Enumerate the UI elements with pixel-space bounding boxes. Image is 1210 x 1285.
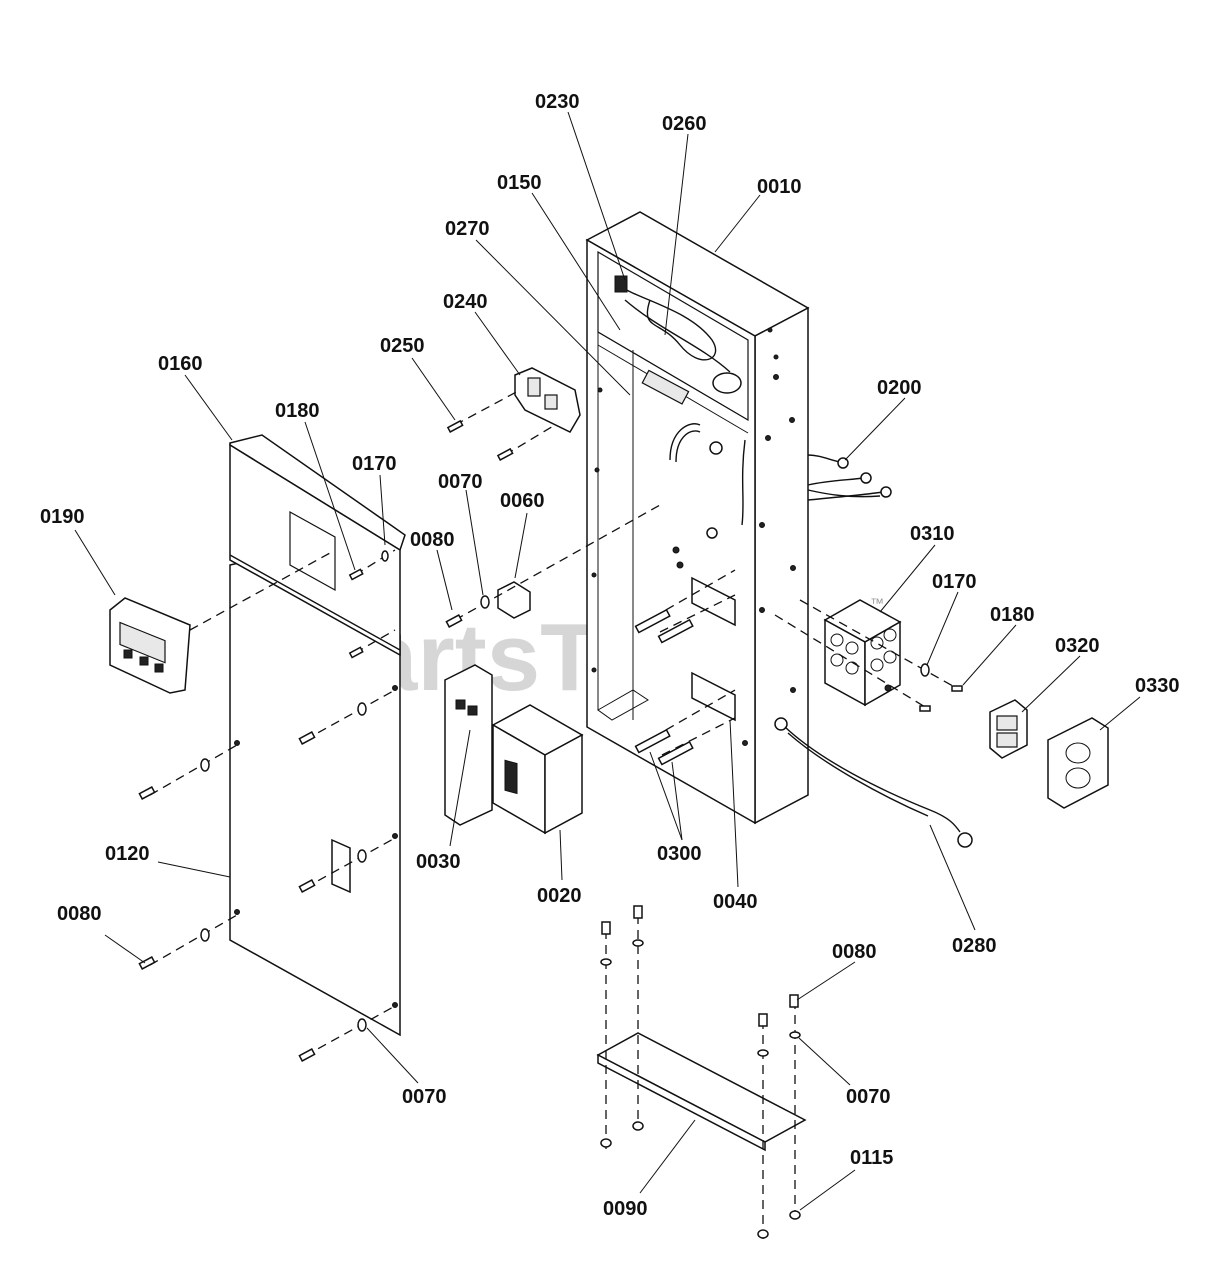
callout-0240: 0240: [443, 291, 488, 313]
callout-0020: 0020: [537, 885, 582, 907]
ground-cable-0280: [784, 726, 973, 848]
relay-0240: [514, 367, 581, 433]
callout-0080-right: 0080: [832, 941, 877, 963]
wire-leads-0200: [807, 454, 892, 501]
callout-0115: 0115: [850, 1147, 893, 1169]
callout-0090: 0090: [603, 1198, 648, 1220]
display-module-0190: [109, 597, 191, 694]
lug-block-0030: [444, 664, 493, 826]
callout-0120: 0120: [105, 843, 150, 865]
callout-0150: 0150: [497, 172, 542, 194]
callout-0270: 0270: [445, 218, 490, 240]
bottom-plate-0090: [596, 1032, 807, 1152]
breaker-0020: [491, 704, 584, 835]
enclosure-0010: [585, 211, 810, 825]
callout-0190: 0190: [40, 506, 85, 528]
callout-0260: 0260: [662, 113, 707, 135]
callout-0310: 0310: [910, 523, 955, 545]
callout-0080-left: 0080: [57, 903, 102, 925]
callout-0040: 0040: [713, 891, 758, 913]
callout-0080-mid: 0080: [410, 529, 455, 551]
callout-0030: 0030: [416, 851, 461, 873]
cover-plate-0330: [1047, 717, 1109, 809]
callout-0010: 0010: [757, 176, 802, 198]
callout-0070-top: 0070: [438, 471, 483, 493]
leader-lines: [74, 111, 1141, 1211]
callout-0230: 0230: [535, 91, 580, 113]
terminal-0060: [497, 581, 531, 619]
callout-0320: 0320: [1055, 635, 1100, 657]
callout-0180-left: 0180: [275, 400, 320, 422]
callout-0170-left: 0170: [352, 453, 397, 475]
callout-0160: 0160: [158, 353, 203, 375]
callout-0300: 0300: [657, 843, 702, 865]
callout-0180-right: 0180: [990, 604, 1035, 626]
callout-0280: 0280: [952, 935, 997, 957]
callout-0170-right: 0170: [932, 571, 977, 593]
top-panel-0160: [229, 434, 406, 657]
junction-box-0310: [823, 599, 902, 707]
receptacle-0320: [989, 699, 1028, 759]
callout-0250: 0250: [380, 335, 425, 357]
callout-labels: 0230 0260 0150 0010 0270 0240 0250 0160 …: [40, 91, 1180, 1220]
callout-0070-right: 0070: [846, 1086, 891, 1108]
callout-0070-bottom: 0070: [402, 1086, 447, 1108]
fasteners: [138, 389, 963, 1240]
callout-0060: 0060: [500, 490, 545, 512]
callout-0200: 0200: [877, 377, 922, 399]
callout-0330: 0330: [1135, 675, 1180, 697]
